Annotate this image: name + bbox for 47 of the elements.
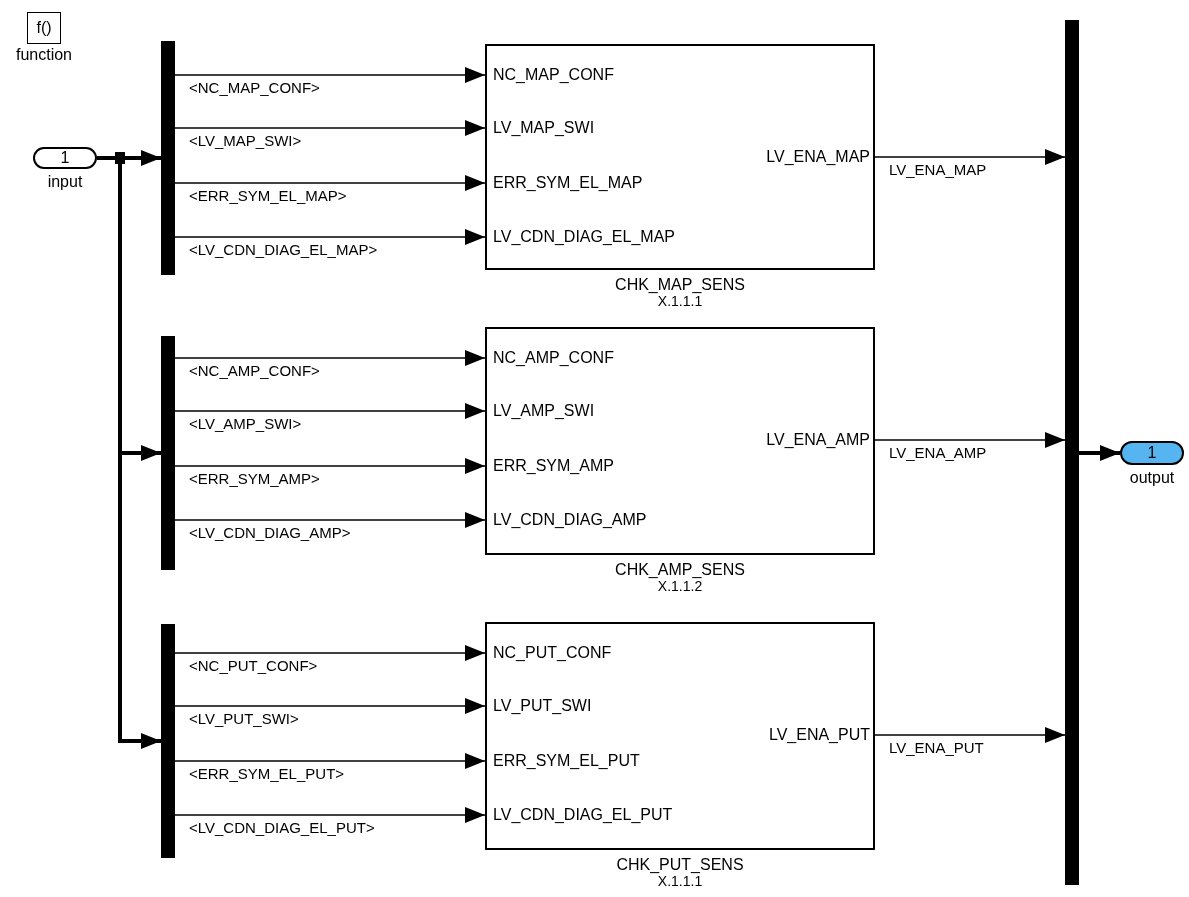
block-caption: function — [15, 46, 72, 64]
bus-bar — [161, 624, 175, 858]
signal-arrow — [174, 807, 486, 823]
port-label: ERR_SYM_EL_MAP — [493, 174, 643, 192]
outport-block: 1 — [1120, 441, 1184, 465]
port-label: LV_CDN_DIAG_AMP — [493, 511, 647, 529]
port-label: LV_ENA_AMP — [766, 431, 870, 449]
port-caption: output — [1129, 469, 1175, 487]
port-label: LV_ENA_MAP — [766, 148, 870, 166]
port-label: LV_ENA_PUT — [768, 726, 870, 744]
function-block: f() — [27, 12, 61, 44]
port-label: LV_PUT_SWI — [493, 697, 592, 715]
signal-arrow — [874, 727, 1066, 743]
block-caption: CHK_AMP_SENS — [615, 561, 745, 579]
block-caption: CHK_MAP_SENS — [615, 276, 745, 294]
signal-arrow — [174, 753, 486, 769]
block-caption: X.1.1.1 — [657, 874, 703, 889]
block-caption: X.1.1.2 — [657, 579, 703, 594]
port-label: ERR_SYM_AMP — [493, 457, 614, 475]
bus-arrow — [1079, 445, 1120, 461]
port-label: LV_CDN_DIAG_EL_MAP — [493, 228, 675, 246]
block-caption: X.1.1.1 — [657, 294, 703, 309]
signal-arrow — [174, 67, 486, 83]
signal-arrow — [174, 175, 486, 191]
inport-block: 1 — [33, 147, 97, 169]
port-label: LV_MAP_SWI — [493, 119, 595, 137]
port-label: NC_PUT_CONF — [493, 644, 612, 662]
signal-arrow — [174, 512, 486, 528]
port-label: ERR_SYM_EL_PUT — [493, 752, 640, 770]
bus-bar — [1065, 20, 1079, 885]
port-caption: input — [47, 173, 83, 191]
bus-bar — [161, 41, 175, 275]
block-caption: CHK_PUT_SENS — [616, 856, 744, 874]
signal-arrow — [174, 698, 486, 714]
port-label: LV_CDN_DIAG_EL_PUT — [493, 806, 673, 824]
signal-arrow — [174, 120, 486, 136]
bus-bar — [161, 336, 175, 570]
signal-arrow — [174, 458, 486, 474]
signal-arrow — [874, 149, 1066, 165]
port-label: NC_MAP_CONF — [493, 66, 614, 84]
signal-arrow — [874, 432, 1066, 448]
port-label: LV_AMP_SWI — [493, 402, 595, 420]
signal-arrow — [174, 403, 486, 419]
signal-arrow — [174, 645, 486, 661]
port-label: NC_AMP_CONF — [493, 349, 614, 367]
signal-arrow — [174, 350, 486, 366]
signal-arrow — [174, 229, 486, 245]
